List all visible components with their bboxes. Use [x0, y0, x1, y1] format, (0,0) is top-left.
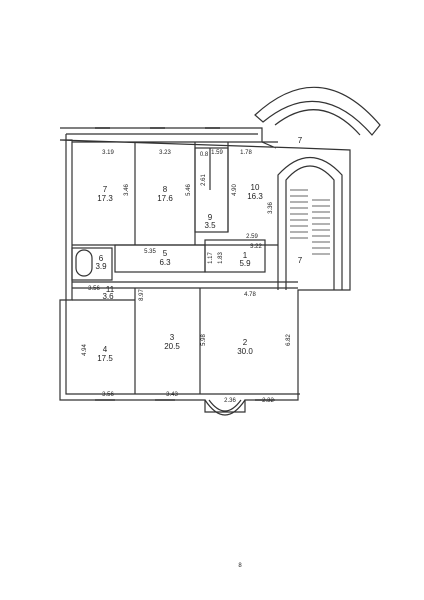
stair-round	[274, 109, 361, 136]
dim-label: 4.78	[244, 292, 256, 298]
stair-label-upper: 7	[298, 136, 303, 145]
stair-tower	[277, 156, 343, 290]
room-11-width: 3.56	[88, 286, 100, 292]
room-8-depth: 5.46	[186, 184, 192, 196]
dim-label: 3.36	[268, 202, 274, 214]
room-2-depth: 6.82	[286, 334, 292, 346]
room-7-number: 7	[103, 185, 108, 194]
dim-label: 2.59	[246, 234, 258, 240]
room-11-number: 11	[106, 285, 115, 294]
room-7-width: 3.19	[102, 150, 114, 156]
bathtub	[75, 249, 93, 277]
room-10-width: 1.78	[240, 150, 252, 156]
room-7-depth: 3.46	[124, 184, 130, 196]
room-10-depth: 4.90	[232, 184, 238, 196]
room-11-area: 3.6	[102, 292, 114, 301]
room-3-area: 20.5	[164, 342, 180, 351]
room-10-area: 16.3	[247, 192, 263, 201]
dim-label: 2.32	[262, 398, 274, 404]
room-3-depth: 5.98	[201, 334, 207, 346]
room-4-number: 4	[103, 345, 108, 354]
stair-round	[254, 86, 381, 136]
room-9-depth: 2.61	[201, 174, 207, 186]
room-1-outline	[204, 239, 266, 273]
room-1-depth: 1.83	[218, 252, 224, 264]
bay-window	[204, 399, 246, 416]
outer-wall-inner	[65, 133, 300, 395]
room-7-area: 17.3	[97, 194, 113, 203]
room-2-area: 30.0	[237, 347, 253, 356]
room-8-width: 3.23	[159, 150, 171, 156]
room-1-area: 5.9	[239, 259, 251, 268]
footer-mark: 8	[238, 563, 242, 569]
room-10-number: 10	[251, 183, 260, 192]
room-5-number: 5	[163, 249, 168, 258]
room-9-outline	[194, 147, 229, 233]
stair-label-lower: 7	[298, 256, 303, 265]
bay-window	[208, 399, 242, 412]
dim-label: 1.17	[208, 252, 214, 264]
room-6-number: 6	[99, 254, 104, 263]
stair-tower	[285, 165, 335, 290]
room-4-width: 3.56	[102, 392, 114, 398]
room-8-area: 17.6	[157, 194, 173, 203]
room-3-number: 3	[170, 333, 175, 342]
dim-label: 1.59	[211, 150, 223, 156]
room-1-width: 3.22	[250, 244, 262, 250]
room-5-width: 5.35	[144, 249, 156, 255]
room-4-depth: 4.94	[82, 344, 88, 356]
room-4-area: 17.5	[97, 354, 113, 363]
dim-label: 8.97	[139, 289, 145, 301]
room-5-area: 6.3	[159, 258, 171, 267]
room-3-width: 3.43	[166, 392, 178, 398]
room-8-number: 8	[163, 185, 168, 194]
room-9-number: 9	[208, 213, 213, 222]
room-2-number: 2	[243, 338, 248, 347]
room-6-area: 3.9	[95, 262, 107, 271]
dim-label: 0.8	[200, 152, 209, 158]
room-9-area: 3.5	[204, 221, 216, 230]
room-1-number: 1	[243, 251, 248, 260]
room-6-outline	[71, 247, 113, 281]
room-2-width: 2.36	[224, 398, 236, 404]
